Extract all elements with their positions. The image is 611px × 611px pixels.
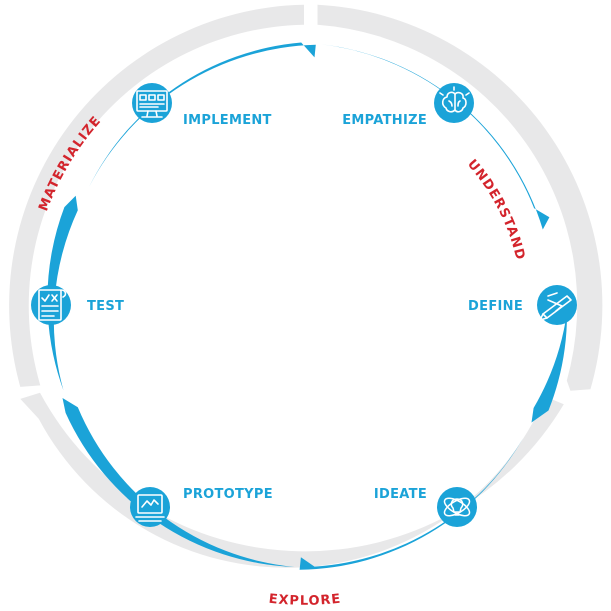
cycle-arrow-test-implement: [47, 195, 78, 391]
step-empathize: EMPATHIZE: [342, 83, 474, 128]
step-nodes: EMPATHIZE DEFINE: [31, 83, 577, 527]
checklist-icon: [38, 289, 67, 321]
cycle-arrow-empathize-define: [319, 44, 550, 230]
monitor-icon: [136, 90, 168, 118]
node-ideate: [437, 487, 477, 527]
blueprint-icon: [135, 494, 165, 522]
cycle-arrow-prototype-test: [62, 398, 295, 567]
cycle-ring: [47, 42, 568, 570]
step-implement: IMPLEMENT: [132, 83, 272, 128]
step-define: DEFINE: [468, 285, 577, 325]
step-label-implement: IMPLEMENT: [183, 113, 272, 128]
cycle-arrow-implement-empathize: [88, 42, 316, 188]
lightbulb-orbit-icon: [443, 497, 471, 517]
phase-label-explore: EXPLORE: [268, 592, 342, 609]
node-implement: [132, 83, 172, 123]
brain-icon: [439, 86, 470, 113]
step-label-prototype: PROTOTYPE: [183, 487, 273, 502]
cycle-arrow-define-ideate: [531, 312, 568, 423]
pencil-arrow-icon: [539, 292, 572, 321]
step-label-test: TEST: [87, 299, 124, 314]
phase-segment-explore: [20, 392, 564, 568]
step-prototype: PROTOTYPE: [130, 487, 273, 527]
step-label-ideate: IDEATE: [374, 487, 427, 502]
node-empathize: [434, 83, 474, 123]
phase-segment-understand: [317, 4, 603, 391]
cycle-arrow-ideate-prototype: [299, 437, 524, 570]
step-ideate: IDEATE: [374, 487, 477, 527]
phase-ring: [9, 4, 603, 568]
step-test: TEST: [31, 285, 124, 325]
step-label-empathize: EMPATHIZE: [342, 113, 427, 128]
step-label-define: DEFINE: [468, 299, 523, 314]
node-define: [537, 285, 577, 325]
